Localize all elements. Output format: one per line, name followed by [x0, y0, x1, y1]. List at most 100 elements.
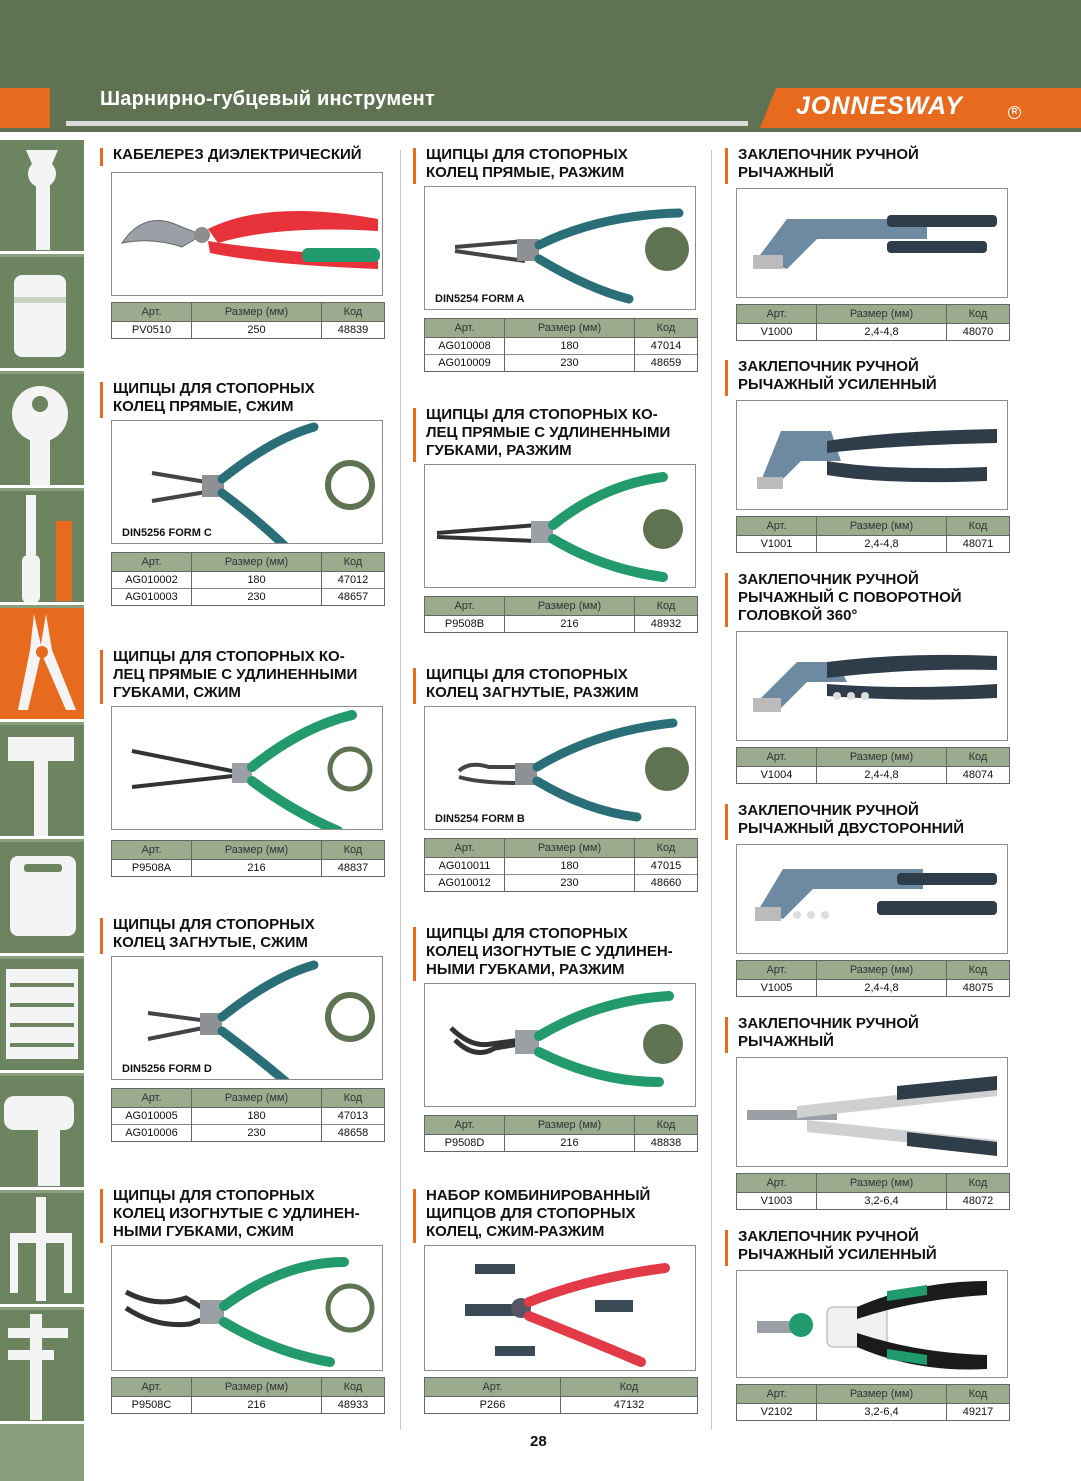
col-header-code: Код: [946, 1173, 1010, 1193]
product-title: КАБЕЛЕРЕЗ ДИЭЛЕКТРИЧЕСКИЙ: [111, 146, 385, 164]
code-cell: 47015: [634, 857, 698, 875]
product-photo: [111, 706, 383, 830]
caliper-icon[interactable]: [0, 1310, 84, 1424]
col-header-art: Арт.: [111, 1377, 192, 1397]
col-header-size: Размер (мм): [816, 747, 947, 767]
tool-case-icon[interactable]: [0, 842, 84, 956]
code-cell: 48839: [321, 321, 385, 339]
product-title: ЗАКЛЕПОЧНИК РУЧНОЙ РЫЧАЖНЫЙ С ПОВОРОТНОЙ…: [736, 571, 1010, 625]
product-photo: DIN5254 FORM B: [424, 706, 696, 830]
product-photo: [424, 983, 696, 1107]
code-cell: 48659: [634, 354, 698, 372]
size-cell: 180: [504, 337, 635, 355]
puller-icon[interactable]: [0, 1193, 84, 1307]
title-accent: [413, 668, 416, 704]
product-card: ЗАКЛЕПОЧНИК РУЧНОЙ РЫЧАЖНЫЙ УСИЛЕННЫЙ Ар…: [725, 1228, 1010, 1422]
title-line: ЩИПЦЫ ДЛЯ СТОПОРНЫХ: [426, 146, 628, 163]
pliers-icon[interactable]: [0, 608, 84, 722]
tool-cabinet-icon[interactable]: [0, 959, 84, 1073]
title-line: НАБОР КОМБИНИРОВАННЫЙ: [426, 1187, 651, 1204]
title-accent: [413, 148, 416, 184]
col-header-art: Арт.: [424, 318, 505, 338]
art-cell: AG010009: [424, 354, 505, 372]
product-title: ЩИПЦЫ ДЛЯ СТОПОРНЫХ КО- ЛЕЦ ПРЯМЫЕ С УДЛ…: [111, 648, 385, 702]
screwdriver-icon[interactable]: [0, 491, 84, 605]
product-photo: DIN5254 FORM A: [424, 186, 696, 310]
title-line: КОЛЕЦ ЗАГНУТЫЕ, СЖИМ: [113, 934, 308, 951]
art-cell: AG010008: [424, 337, 505, 355]
col-header-size: Размер (мм): [191, 1088, 322, 1108]
title-line: ЩИПЦЫ ДЛЯ СТОПОРНЫХ КО-: [113, 648, 345, 665]
size-cell: 230: [191, 1124, 322, 1142]
col-header-size: Размер (мм): [191, 840, 322, 860]
col-header-art: Арт.: [736, 960, 817, 980]
title-accent: [725, 573, 728, 627]
product-photo: [424, 464, 696, 588]
column-divider: [400, 150, 401, 1430]
col-header-art: Арт.: [736, 516, 817, 536]
col-header-size: Размер (мм): [504, 1115, 635, 1135]
ratchet-icon[interactable]: [0, 374, 84, 488]
size-cell: 216: [191, 859, 322, 877]
col-header-art: Арт.: [424, 596, 505, 616]
title-line: РЫЧАЖНЫЙ УСИЛЕННЫЙ: [738, 1246, 937, 1263]
title-line: ЛЕЦ ПРЯМЫЕ С УДЛИНЕННЫМИ: [426, 424, 671, 441]
product-card: ЩИПЦЫ ДЛЯ СТОПОРНЫХ КОЛЕЦ ЗАГНУТЫЕ, СЖИМ…: [100, 916, 385, 1148]
category-sidebar: [0, 140, 84, 1481]
art-cell: AG010005: [111, 1107, 192, 1125]
art-cell: AG010006: [111, 1124, 192, 1142]
size-cell: 2,4-4,8: [816, 535, 947, 553]
impact-gun-icon[interactable]: [0, 1076, 84, 1190]
product-card: ЩИПЦЫ ДЛЯ СТОПОРНЫХ КОЛЕЦ ПРЯМЫЕ, РАЗЖИМ…: [413, 146, 698, 378]
title-line: КОЛЕЦ ИЗОГНУТЫЕ С УДЛИНЕН-: [113, 1205, 360, 1222]
title-line: КОЛЕЦ ЗАГНУТЫЕ, РАЗЖИМ: [426, 684, 639, 701]
header-accent-tab: [0, 88, 50, 128]
title-line: ЗАКЛЕПОЧНИК РУЧНОЙ: [738, 146, 919, 163]
title-line: ГУБКАМИ, СЖИМ: [113, 684, 241, 701]
col-header-code: Код: [321, 1088, 385, 1108]
product-title: ЗАКЛЕПОЧНИК РУЧНОЙ РЫЧАЖНЫЙ ДВУСТОРОННИЙ: [736, 802, 1010, 838]
socket-icon[interactable]: [0, 257, 84, 371]
col-header-art: Арт.: [736, 1384, 817, 1404]
title-line: КОЛЕЦ ПРЯМЫЕ, РАЗЖИМ: [426, 164, 625, 181]
col-header-art: Арт.: [424, 1115, 505, 1135]
title-accent: [725, 360, 728, 396]
col-header-art: Арт.: [736, 747, 817, 767]
product-card: ЩИПЦЫ ДЛЯ СТОПОРНЫХ КО- ЛЕЦ ПРЯМЫЕ С УДЛ…: [413, 406, 698, 638]
product-title: ЩИПЦЫ ДЛЯ СТОПОРНЫХ КОЛЕЦ ПРЯМЫЕ, СЖИМ: [111, 380, 385, 416]
col-header-art: Арт.: [111, 840, 192, 860]
art-cell: P9508D: [424, 1134, 505, 1152]
code-cell: 47014: [634, 337, 698, 355]
code-cell: 48932: [634, 615, 698, 633]
title-line: ЩИПЦЫ ДЛЯ СТОПОРНЫХ: [113, 1187, 315, 1204]
hammer-icon[interactable]: [0, 725, 84, 839]
product-photo: [736, 631, 1008, 741]
col-header-code: Код: [946, 516, 1010, 536]
col-header-code: Код: [946, 960, 1010, 980]
title-line: НЫМИ ГУБКАМИ, РАЗЖИМ: [426, 961, 625, 978]
col-header-size: Размер (мм): [504, 838, 635, 858]
title-accent: [100, 148, 103, 166]
product-title: ЩИПЦЫ ДЛЯ СТОПОРНЫХ КО- ЛЕЦ ПРЯМЫЕ С УДЛ…: [424, 406, 698, 460]
title-accent: [100, 650, 103, 704]
col-header-art: Арт.: [424, 1377, 561, 1397]
code-cell: 48071: [946, 535, 1010, 553]
product-card: ЗАКЛЕПОЧНИК РУЧНОЙ РЫЧАЖНЫЙ Арт.Размер (…: [725, 1015, 1010, 1213]
wrench-icon[interactable]: [0, 140, 84, 254]
col-header-size: Размер (мм): [191, 302, 322, 322]
art-cell: V1003: [736, 1192, 817, 1210]
product-photo: DIN5256 FORM C: [111, 420, 383, 544]
title-accent: [100, 1189, 103, 1243]
product-title: ЩИПЦЫ ДЛЯ СТОПОРНЫХ КОЛЕЦ ПРЯМЫЕ, РАЗЖИМ: [424, 146, 698, 182]
size-cell: 2,4-4,8: [816, 323, 947, 341]
product-title: ЗАКЛЕПОЧНИК РУЧНОЙ РЫЧАЖНЫЙ УСИЛЕННЫЙ: [736, 1228, 1010, 1264]
product-photo: [111, 172, 383, 296]
column-divider: [711, 150, 712, 1430]
code-cell: 48837: [321, 859, 385, 877]
title-line: ЩИПЦОВ ДЛЯ СТОПОРНЫХ: [426, 1205, 636, 1222]
brand-tab: [760, 88, 1081, 128]
